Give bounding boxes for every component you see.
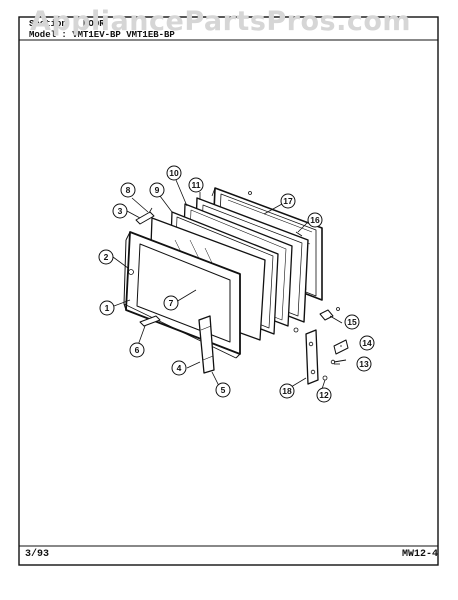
callout-12: 12 (316, 387, 332, 403)
callout-label: 12 (319, 390, 329, 400)
callout-label: 3 (118, 206, 123, 216)
callout-6: 6 (129, 342, 145, 358)
exploded-door-drawing (112, 179, 349, 396)
hinge-hardware (248, 191, 349, 381)
callout-bubbles: 1 2 3 4 5 6 7 8 9 10 11 12 13 14 15 16 1… (98, 165, 375, 403)
latch-part-bottom (139, 315, 161, 327)
callout-18: 18 (279, 383, 295, 399)
callout-label: 18 (282, 386, 292, 396)
callout-label: 5 (221, 385, 226, 395)
callout-label: 6 (135, 345, 140, 355)
callout-1: 1 (99, 300, 115, 316)
revision-date: 3/93 (25, 549, 50, 560)
callout-7: 7 (163, 295, 179, 311)
callout-17: 17 (280, 193, 296, 209)
callout-label: 10 (169, 168, 179, 178)
callout-label: 14 (362, 338, 372, 348)
callout-2: 2 (98, 249, 114, 265)
callout-label: 17 (283, 196, 293, 206)
callout-label: 8 (126, 185, 131, 195)
callout-11: 11 (188, 177, 204, 193)
leader-lines (112, 179, 343, 396)
callout-label: 13 (359, 359, 369, 369)
callout-15: 15 (344, 314, 360, 330)
section-label: Section : DOOR (29, 19, 105, 29)
page-border (18, 16, 439, 566)
watermark-text: AppliancePartsPros.com (30, 6, 412, 37)
callout-label: 7 (169, 298, 174, 308)
latch-part-top (135, 211, 155, 225)
callout-5: 5 (215, 382, 231, 398)
door-handle (198, 315, 215, 374)
callout-14: 14 (359, 335, 375, 351)
callout-label: 9 (155, 185, 160, 195)
callout-13: 13 (356, 356, 372, 372)
callout-4: 4 (171, 360, 187, 376)
callout-label: 1 (105, 303, 110, 313)
callout-16: 16 (307, 212, 323, 228)
page-code: MW12-4 (402, 549, 439, 560)
callout-label: 15 (347, 317, 357, 327)
outer-door-frame (123, 231, 241, 359)
callout-3: 3 (112, 203, 128, 219)
hinge-bracket (305, 329, 319, 385)
callout-label: 11 (192, 180, 201, 190)
callout-label: 16 (310, 215, 320, 225)
model-label: Model : VMT1EV-BP VMT1EB-BP (29, 30, 175, 40)
callout-8: 8 (120, 182, 136, 198)
callout-10: 10 (166, 165, 182, 181)
callout-label: 4 (177, 363, 182, 373)
callout-9: 9 (149, 182, 165, 198)
callout-label: 2 (104, 252, 109, 262)
